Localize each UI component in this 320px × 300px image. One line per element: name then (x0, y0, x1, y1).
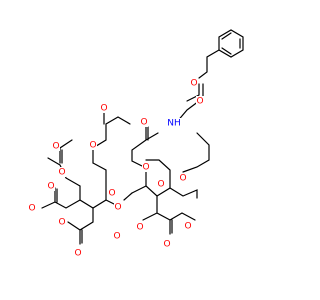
ring1-substituents (41, 110, 131, 245)
atom-label-bg (58, 167, 66, 177)
atom-label-ring2-O: O (157, 180, 164, 190)
atom-label-acetyl-ester-O-5: O (142, 163, 149, 173)
atom-label-bg (136, 222, 144, 232)
atom-label-bg (167, 118, 181, 128)
atom-label-bg (142, 162, 150, 172)
atom-label-acetyl-carbonyl-O-6: O (163, 240, 170, 250)
atom-label-acetyl-carbonyl-O-4: O (74, 249, 81, 259)
atom-label-acetyl-ester-O-2: O (58, 168, 65, 178)
atom-label-bg (47, 181, 55, 191)
atom-label-carbamate-carbonyl-O: O (196, 97, 203, 107)
atom-label-bg (179, 173, 187, 183)
atom-label-bg (74, 248, 82, 258)
atom-label-acetyl-carbonyl-O-1: O (100, 104, 107, 114)
atom-label-acetyl-carbonyl-O-7: O (113, 232, 120, 242)
atom-label-acetyl-ester-O-1: O (89, 141, 96, 151)
atom-label-acetyl-carbonyl-O-5: O (140, 118, 147, 128)
atom-label-acetyl-carbonyl-O-3: O (47, 182, 54, 192)
atom-label-acetyl-ester-O-4: O (58, 218, 65, 228)
atom-label-bg (157, 179, 165, 189)
ring2-substituents (131, 125, 198, 235)
atom-label-carbamate-ester-O: O (190, 79, 197, 89)
atom-label-bg (184, 221, 192, 231)
atom-label-bg (196, 96, 204, 106)
ring1 (79, 162, 107, 209)
atom-label-bg (28, 203, 36, 213)
atom-label-bg (89, 140, 97, 150)
atom-label-bg (140, 117, 148, 127)
atom-label-bg (52, 141, 60, 151)
atom-label-bg (114, 202, 122, 212)
bonds (41, 29, 244, 245)
atom-label-anomeric-O: O (179, 174, 186, 184)
atom-label-acetyl-carbonyl-O-2: O (52, 142, 59, 152)
atom-label-bg (190, 78, 198, 88)
benzyl-chain (186, 49, 220, 102)
atom-label-acetyl-ester-O-3: O (28, 204, 35, 214)
atom-label-acetyl-ester-O-6: O (184, 222, 191, 232)
ethyl-link (182, 132, 210, 173)
atom-label-carbamate-NH: NH (167, 119, 181, 129)
atom-label-bg (58, 217, 66, 227)
atom-label-bg (100, 103, 108, 113)
atom-label-bg (113, 231, 121, 241)
atom-label-bg (108, 188, 116, 198)
benzene-double-bonds (221, 32, 241, 55)
atom-label-glycosidic-O: O (114, 203, 121, 213)
atom-label-ring1-O: O (108, 189, 115, 199)
atom-label-acetyl-ester-O-7: O (136, 223, 143, 233)
atom-label-bg (163, 239, 171, 249)
